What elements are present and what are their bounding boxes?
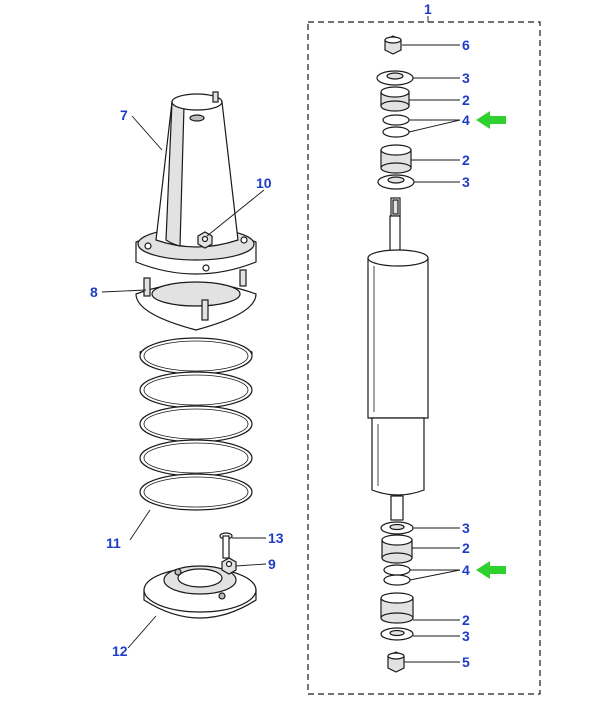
label-2-b: 2 (462, 152, 470, 168)
lower-washer-1 (380, 521, 414, 535)
arrow-green-icon (476, 561, 506, 579)
upper-lower-washer (377, 174, 415, 190)
label-10: 10 (256, 175, 272, 191)
lower-washer-2 (380, 627, 414, 641)
kit-boundary-box (307, 21, 541, 695)
label-11: 11 (106, 535, 121, 551)
turret-nut (197, 231, 213, 249)
top-nut (384, 35, 402, 55)
label-3-b: 3 (462, 174, 470, 190)
label-3-a: 3 (462, 70, 470, 86)
top-washer (376, 70, 414, 86)
label-3-c: 3 (462, 520, 470, 536)
lower-seat-washers (383, 564, 411, 586)
label-6: 6 (462, 37, 470, 53)
left-leader-lines (101, 115, 267, 649)
spring-seat (143, 565, 257, 619)
right-leader-lines (402, 16, 461, 663)
upper-bush-2 (380, 144, 412, 174)
upper-seat-washers (382, 114, 410, 138)
label-4-b: 4 (462, 562, 470, 578)
label-8: 8 (90, 284, 98, 300)
label-7: 7 (120, 107, 128, 123)
label-5: 5 (462, 654, 470, 670)
label-2-c: 2 (462, 540, 470, 556)
retaining-nut (221, 557, 237, 575)
spring-turret (135, 91, 257, 275)
label-4-a: 4 (462, 112, 470, 128)
coil-spring (139, 337, 253, 511)
mounting-plate (135, 269, 257, 331)
retaining-bolt (219, 532, 233, 559)
label-12: 12 (112, 643, 128, 659)
bottom-nut (387, 651, 405, 673)
label-3-d: 3 (462, 628, 470, 644)
lower-bush-2 (380, 592, 414, 624)
label-9: 9 (268, 556, 276, 572)
shock-absorber-body (367, 197, 429, 521)
shock-absorber-assembly (367, 35, 429, 673)
label-2-d: 2 (462, 612, 470, 628)
upper-bush-1 (380, 86, 410, 112)
label-2-a: 2 (462, 92, 470, 108)
label-1: 1 (424, 1, 432, 17)
lower-bush-1 (381, 534, 413, 564)
arrow-green-icon (476, 111, 506, 129)
label-13: 13 (268, 530, 284, 546)
part-labels: 1 6 3 2 4 2 3 3 2 4 2 3 5 7 10 8 11 13 9… (90, 1, 470, 670)
